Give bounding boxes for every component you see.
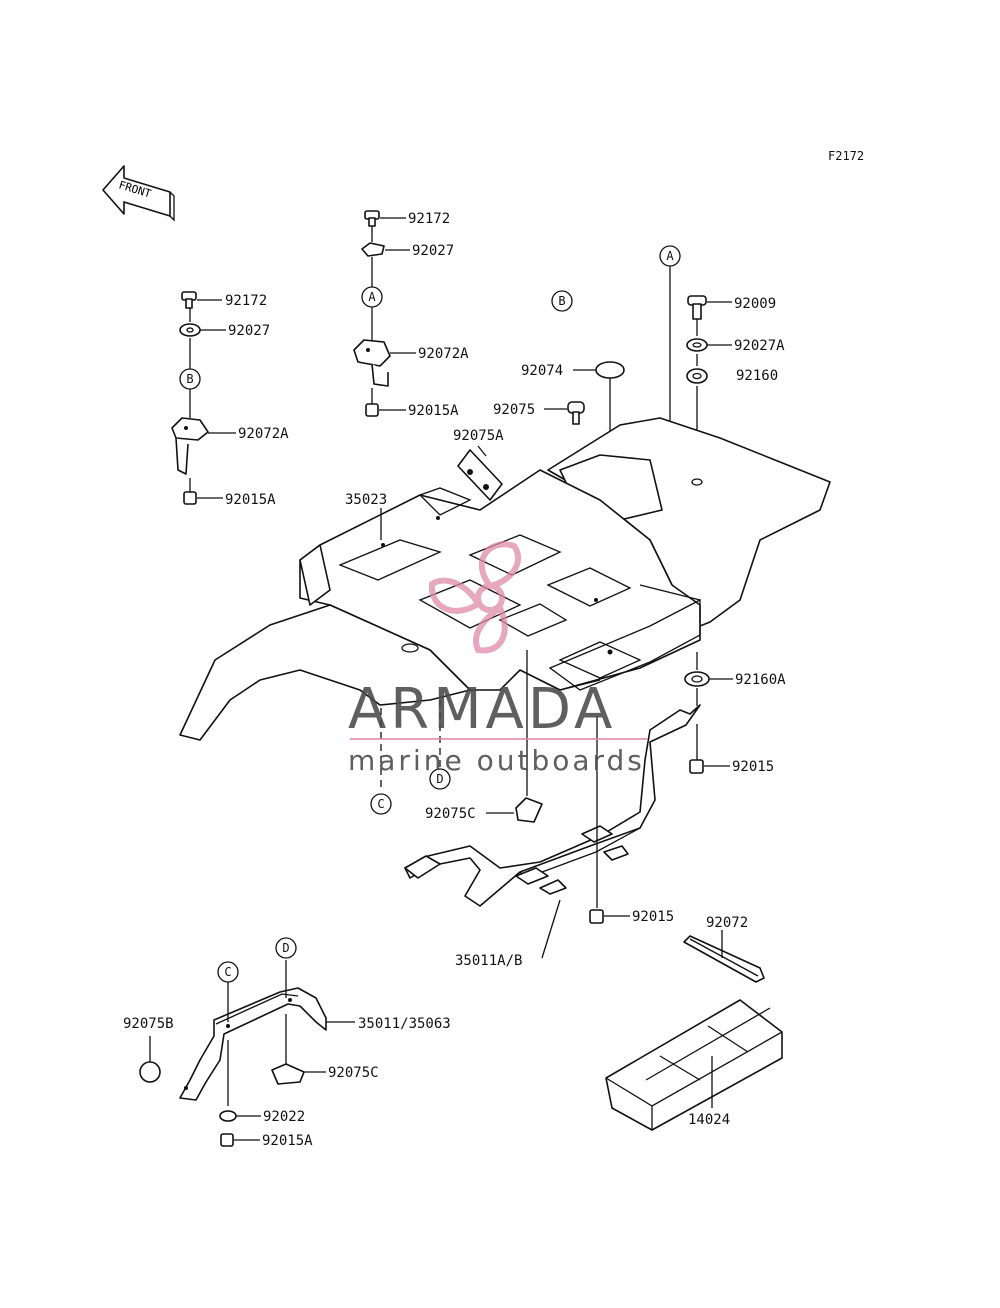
part-label: 92027A <box>734 338 785 354</box>
svg-text:A: A <box>666 249 674 263</box>
bolt-icon <box>181 291 197 309</box>
nut-icon <box>365 403 379 417</box>
part-label: 92172 <box>408 211 450 227</box>
left-bracket-group <box>171 291 236 505</box>
watermark: ARMADA marine outboards <box>348 541 648 777</box>
part-label: 92075A <box>453 428 504 444</box>
part-label: 92072A <box>418 346 469 362</box>
part-label: 92022 <box>263 1109 305 1125</box>
part-label: 35011A/B <box>455 953 522 969</box>
bolt-icon <box>364 210 380 227</box>
svg-text:D: D <box>436 772 443 786</box>
part-label: 92027 <box>228 323 270 339</box>
part-label: 92009 <box>734 296 776 312</box>
bracket-clip-icon <box>353 339 391 387</box>
part-label: 92072A <box>238 426 289 442</box>
strap-icon <box>683 935 765 983</box>
cap-icon <box>139 1061 161 1083</box>
lower-bracket-assembly <box>139 960 355 1147</box>
part-label: 92160 <box>736 368 778 384</box>
svg-text:C: C <box>224 965 231 979</box>
washer-icon <box>361 242 385 257</box>
watermark-title: ARMADA <box>348 677 616 742</box>
part-label: 92015 <box>732 759 774 775</box>
washer-icon <box>219 1110 237 1122</box>
ref-circle-b-left: B <box>179 368 201 390</box>
watermark-subtitle: marine outboards <box>348 744 645 777</box>
frame-tab-icon <box>404 825 629 895</box>
part-label: 92160A <box>735 672 786 688</box>
washer-icon <box>686 338 708 352</box>
ref-circle-c-fender: C <box>370 793 392 815</box>
rubber-pad-icon <box>515 797 543 823</box>
figure-code: F2172 <box>828 149 864 163</box>
part-label: 35023 <box>345 492 387 508</box>
svg-text:A: A <box>368 290 376 304</box>
ref-circle-c-bracket: C <box>217 961 239 983</box>
bracket-clip-icon <box>171 417 209 475</box>
ref-circle-d-fender: D <box>429 768 451 790</box>
part-label: 92072 <box>706 915 748 931</box>
svg-text:B: B <box>186 372 193 386</box>
washer-icon <box>179 323 201 337</box>
propeller-logo-icon <box>428 541 522 654</box>
ref-circle-a-right: A <box>659 245 681 267</box>
part-label: 92075C <box>328 1065 379 1081</box>
nut-icon <box>220 1133 234 1147</box>
rubber-pad-icon <box>271 1063 305 1085</box>
part-label: 92075 <box>493 402 535 418</box>
storage-box-icon <box>605 999 783 1131</box>
front-arrow-icon: FRONT <box>102 165 175 222</box>
svg-text:D: D <box>282 941 289 955</box>
part-label: 92015A <box>262 1133 313 1149</box>
grommet-icon <box>684 671 710 687</box>
grommet-icon <box>686 368 708 384</box>
cap-icon <box>595 361 625 379</box>
nut-icon <box>183 491 197 505</box>
ref-circle-a-top: A <box>361 286 383 308</box>
svg-text:C: C <box>377 797 384 811</box>
part-label: 35011/35063 <box>358 1016 451 1032</box>
nut-icon <box>689 759 704 774</box>
svg-text:B: B <box>558 294 565 308</box>
part-label: 92074 <box>521 363 563 379</box>
nut-icon <box>589 909 604 924</box>
part-labels: 92172 92027 92072A 92015A 92172 92027 92… <box>123 211 786 1149</box>
pin-icon <box>567 401 585 425</box>
part-label: 92027 <box>412 243 454 259</box>
part-label: 92075B <box>123 1016 174 1032</box>
part-label: 92015 <box>632 909 674 925</box>
bolt-icon <box>687 295 707 320</box>
part-label: 92015A <box>408 403 459 419</box>
part-label: 14024 <box>688 1112 730 1128</box>
part-label: 92075C <box>425 806 476 822</box>
part-label: 92172 <box>225 293 267 309</box>
ref-circle-d-bracket: D <box>275 937 297 959</box>
rubber-pad-icon <box>457 449 503 501</box>
part-label: 92015A <box>225 492 276 508</box>
carrier-frame <box>404 650 701 924</box>
ref-circle-b-center: B <box>551 290 573 312</box>
